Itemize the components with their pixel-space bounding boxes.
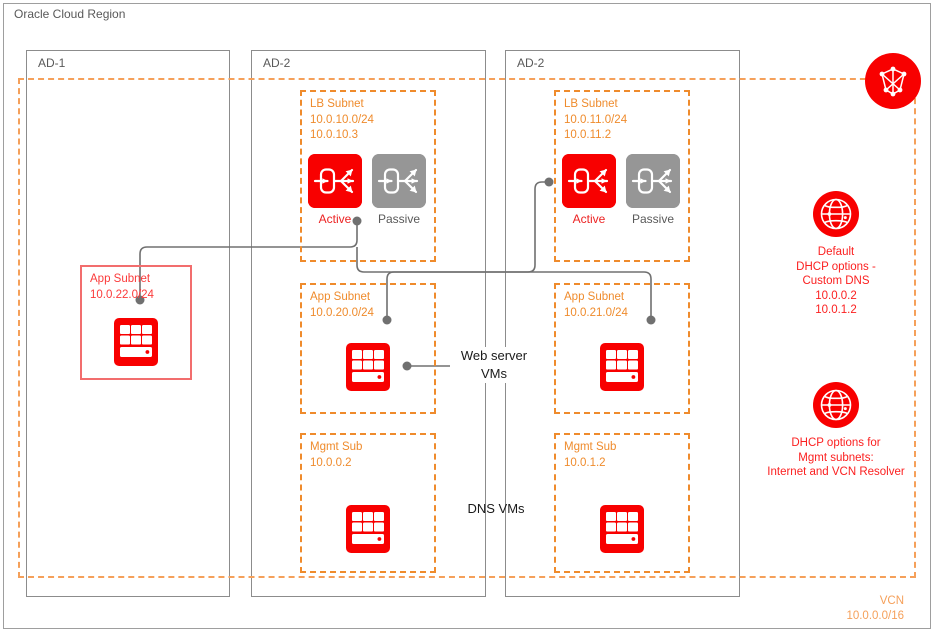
vm-app-subnet-right[interactable] [598, 341, 646, 393]
vm-mgmt-sub-mid[interactable] [344, 503, 392, 555]
subnet-name: App Subnet [564, 291, 625, 303]
subnet-cidr: 10.0.0.2 [310, 456, 352, 469]
subnet-name: LB Subnet [564, 98, 618, 110]
subnet-label-lb-subnet-right: LB Subnet 10.0.11.0/24 10.0.11.2 [564, 97, 627, 144]
load-balancer-active-right[interactable]: Active [562, 154, 616, 226]
vcn-label: VCN 10.0.0.0/16 [846, 594, 904, 624]
virtual-machine-icon [114, 318, 158, 366]
subnet-label-app-subnet-ad1: App Subnet 10.0.22.0/24 [90, 272, 154, 303]
dhcp-block-mgmt-dhcp: DHCP options for Mgmt subnets: Internet … [748, 381, 924, 480]
subnet-lb-subnet-mid: LB Subnet 10.0.10.0/24 10.0.10.3 [300, 90, 436, 262]
subnet-cidr: 10.0.11.0/24 [564, 113, 628, 126]
subnet-mgmt-sub-mid: Mgmt Sub 10.0.0.2 [300, 433, 436, 573]
load-balancer-active-mid[interactable]: Active [308, 154, 362, 226]
ad-container-ad-2-mid [251, 50, 486, 597]
load-balancer-icon [626, 154, 680, 208]
dhcp-caption-mgmt-dhcp: DHCP options for Mgmt subnets: Internet … [767, 437, 905, 478]
globe-icon [813, 191, 859, 237]
subnet-label-mgmt-sub-mid: Mgmt Sub 10.0.0.2 [310, 440, 362, 471]
dhcp-block-default-dhcp: Default DHCP options - Custom DNS 10.0.0… [756, 190, 916, 318]
vm-mgmt-sub-right[interactable] [598, 503, 646, 555]
ad-container-ad-1 [26, 50, 230, 597]
subnet-label-mgmt-sub-right: Mgmt Sub 10.0.1.2 [564, 440, 616, 471]
virtual-machine-icon [600, 343, 644, 391]
subnet-name: Mgmt Sub [564, 441, 617, 453]
subnet-label-app-subnet-mid: App Subnet 10.0.20.0/24 [310, 290, 374, 321]
subnet-app-subnet-ad1: App Subnet 10.0.22.0/24 [80, 265, 192, 380]
ad-label-ad-2-mid: AD-2 [263, 56, 291, 70]
subnet-name: LB Subnet [310, 98, 364, 110]
subnet-address: 10.0.10.3 [310, 129, 358, 141]
load-balancer-passive-mid[interactable]: Passive [372, 154, 426, 226]
subnet-cidr: 10.0.1.2 [564, 456, 606, 469]
subnet-name: Mgmt Sub [310, 441, 363, 453]
load-balancer-passive-right[interactable]: Passive [626, 154, 680, 226]
virtual-machine-icon [600, 505, 644, 553]
virtual-machine-icon [346, 343, 390, 391]
ad-label-ad-2-right: AD-2 [517, 56, 545, 70]
globe-wrap [756, 190, 916, 238]
annotation-web-server-vms: Web server VMs [450, 347, 538, 383]
subnet-lb-subnet-right: LB Subnet 10.0.11.0/24 10.0.11.2 [554, 90, 690, 262]
network-graph-icon [865, 53, 921, 109]
vcn-cidr: 10.0.0.0/16 [846, 610, 904, 622]
annotation-dns-vms: DNS VMs [467, 501, 525, 516]
vm-app-subnet-mid[interactable] [344, 341, 392, 393]
subnet-cidr: 10.0.20.0/24 [310, 306, 374, 319]
ad-label-ad-1: AD-1 [38, 56, 66, 70]
subnet-cidr: 10.0.22.0/24 [90, 288, 154, 301]
globe-wrap [748, 381, 924, 429]
subnet-app-subnet-mid: App Subnet 10.0.20.0/24 [300, 283, 436, 414]
subnet-label-app-subnet-right: App Subnet 10.0.21.0/24 [564, 290, 628, 321]
load-balancer-passive-label: Passive [631, 212, 675, 226]
load-balancer-icon [562, 154, 616, 208]
subnet-app-subnet-right: App Subnet 10.0.21.0/24 [554, 283, 690, 414]
subnet-cidr: 10.0.10.0/24 [310, 113, 374, 126]
virtual-machine-icon [346, 505, 390, 553]
load-balancer-icon [308, 154, 362, 208]
globe-icon [813, 382, 859, 428]
oracle-cloud-region-title: Oracle Cloud Region [14, 7, 126, 21]
load-balancer-active-label: Active [572, 212, 606, 226]
subnet-label-lb-subnet-mid: LB Subnet 10.0.10.0/24 10.0.10.3 [310, 97, 374, 144]
vcn-name: VCN [879, 595, 904, 607]
dhcp-caption-default-dhcp: Default DHCP options - Custom DNS 10.0.0… [796, 246, 876, 316]
oracle-network-logo [865, 53, 921, 109]
subnet-mgmt-sub-right: Mgmt Sub 10.0.1.2 [554, 433, 690, 573]
load-balancer-passive-label: Passive [377, 212, 421, 226]
subnet-cidr: 10.0.21.0/24 [564, 306, 628, 319]
load-balancer-active-label: Active [318, 212, 352, 226]
ad-container-ad-2-right [505, 50, 740, 597]
subnet-name: App Subnet [310, 291, 371, 303]
vm-app-subnet-ad1[interactable] [112, 316, 160, 368]
subnet-address: 10.0.11.2 [564, 129, 612, 141]
vcn-boundary [18, 78, 916, 578]
load-balancer-icon [372, 154, 426, 208]
subnet-name: App Subnet [90, 273, 151, 285]
